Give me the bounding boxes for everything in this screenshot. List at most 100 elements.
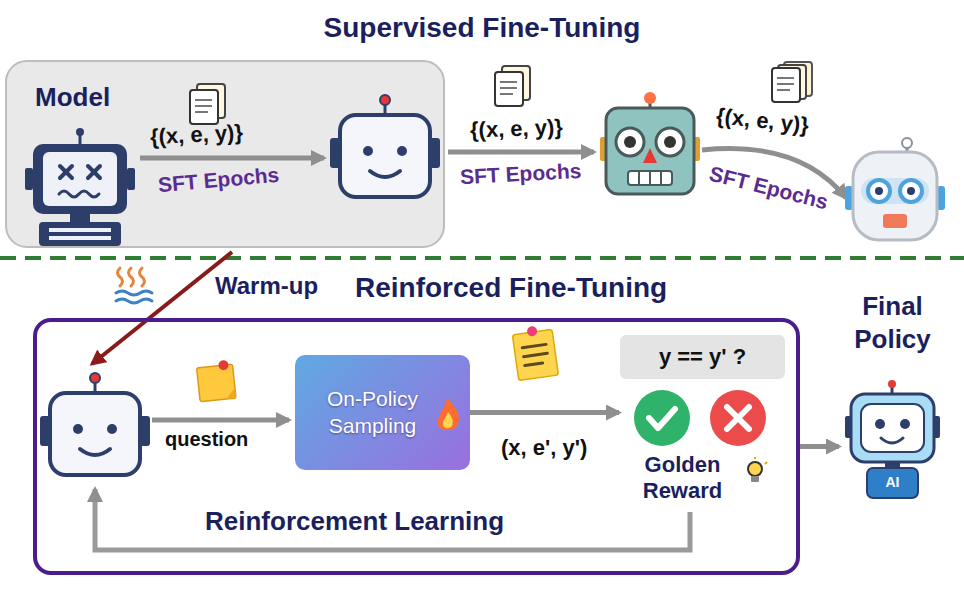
robot-icon-part (88, 166, 100, 178)
sticky-note-part (522, 344, 546, 347)
robot-icon (25, 128, 135, 246)
doc-icon-part (500, 93, 513, 95)
fire-icon (295, 355, 470, 470)
text-label: Golden Reward (625, 452, 740, 505)
robot-icon-part (49, 236, 111, 240)
robot-icon-part (43, 152, 117, 206)
label-slot: Golden Reward (625, 452, 740, 505)
robot-icon-part (664, 136, 676, 148)
check-box: y == y' ? (620, 335, 785, 455)
feedback-loop (95, 489, 690, 550)
robot-icon-part (363, 146, 373, 156)
reward-marks-part-part (727, 407, 749, 429)
label-slot: {(x, e, y)} (150, 122, 243, 148)
label-slot: SFT Epochs (158, 168, 279, 192)
robot-icon-part (340, 115, 430, 197)
sticky-note-part (197, 364, 236, 402)
text-label: SFT Epochs (459, 159, 581, 189)
bulb-icon-part (754, 457, 756, 459)
fire-icon-part (438, 398, 459, 430)
steam-icon-part (116, 299, 152, 303)
steam-icon-part (118, 268, 123, 286)
robot-icon-part (73, 424, 83, 434)
doc-icon-part (500, 87, 517, 89)
sticky-note-part (525, 363, 543, 366)
label-slot: question (165, 428, 248, 451)
robot-icon (840, 290, 945, 505)
robot-icon-part-part-part (875, 419, 885, 429)
diagram-title: Supervised Fine-Tuning (324, 12, 641, 44)
label-slot: SFT Epochs (708, 176, 829, 200)
robot-icon-part (59, 191, 99, 197)
robot-icon-part (900, 180, 922, 202)
bulb-icon-part (748, 462, 762, 476)
robot-icon-part (660, 171, 662, 185)
robot-icon-part (606, 108, 694, 194)
label-slot: {(x, e, y)} (470, 116, 563, 142)
reward-marks-part-part (727, 407, 749, 429)
reward-marks-part-part (634, 390, 690, 446)
doc-icon-part (777, 89, 790, 91)
robot-icon-part (638, 171, 640, 185)
doc-icon (772, 62, 812, 102)
badge-label: AI (840, 473, 945, 491)
flow-arrow (470, 410, 619, 415)
robot-icon-part (33, 144, 127, 214)
node-heading: Final Policy (840, 290, 945, 355)
robot-icon-part (907, 187, 915, 195)
sticky-note (512, 323, 559, 380)
robot-icon-part (107, 424, 117, 434)
fire-icon-part-part (438, 398, 459, 430)
robot-icon-part (370, 171, 400, 177)
robot-icon-part (628, 171, 672, 185)
edge-label-slot: (x, e', y') (498, 435, 590, 461)
warm-up-arrow (92, 252, 232, 364)
robot-icon-part (868, 180, 890, 202)
robot-icon-part (397, 146, 407, 156)
reward-marks-part-part (710, 390, 766, 446)
doc-icon-part (500, 81, 517, 83)
robot-icon-part (643, 148, 657, 163)
fire-icon-part-part (443, 412, 453, 428)
text-label: SFT Epochs (707, 162, 831, 215)
sft-arrow (140, 156, 324, 161)
doc-icon-part (195, 105, 212, 107)
bulb-icon (748, 457, 767, 482)
panel-heading: Reinforced Fine-Tuning (355, 272, 667, 304)
robot-icon-part (60, 166, 72, 178)
robot-icon-part (50, 393, 140, 475)
text-label: {(x, e, y)} (149, 120, 243, 151)
bulb-icon-part (751, 476, 759, 482)
robot-icon-part-part-part (861, 404, 924, 452)
robot-icon-part (127, 168, 135, 190)
robot-icon-part (649, 171, 651, 185)
edge-label: (x, e', y') (498, 435, 590, 461)
robot-icon-part-part-part (881, 438, 903, 443)
robot-node: Final PolicyAI (840, 290, 945, 505)
sft-arrow-part (448, 150, 594, 155)
robot-icon-part (875, 187, 883, 195)
group-panel: Reinforced Fine-Tuning On-Policy Samplin… (33, 318, 800, 575)
doc-icon-part (495, 72, 523, 106)
text-label: {(x, e, y)} (470, 114, 564, 143)
reward-marks-part-part (649, 409, 675, 428)
doc-icon-part (195, 111, 208, 113)
robot-icon-part (80, 449, 110, 455)
robot-icon (600, 92, 700, 194)
label-slot: {(x, e, y)} (716, 108, 809, 134)
doc-icon-part (772, 68, 800, 102)
doc-icon-part (777, 77, 794, 79)
robot-icon (330, 95, 440, 197)
reward-marks-part (634, 390, 766, 446)
box-label: On-Policy Sampling (305, 386, 440, 439)
sticky-note-part (526, 326, 537, 337)
doc-icon-part (777, 83, 794, 85)
sticky-note (196, 359, 236, 402)
steam-icon-part (129, 268, 134, 286)
text-label: {(x, e, y)} (715, 103, 810, 139)
robot-icon-part (883, 214, 907, 228)
robot-icon-part (49, 228, 111, 232)
robot-icon-part (380, 95, 390, 105)
bulb-icon-part (765, 462, 767, 464)
